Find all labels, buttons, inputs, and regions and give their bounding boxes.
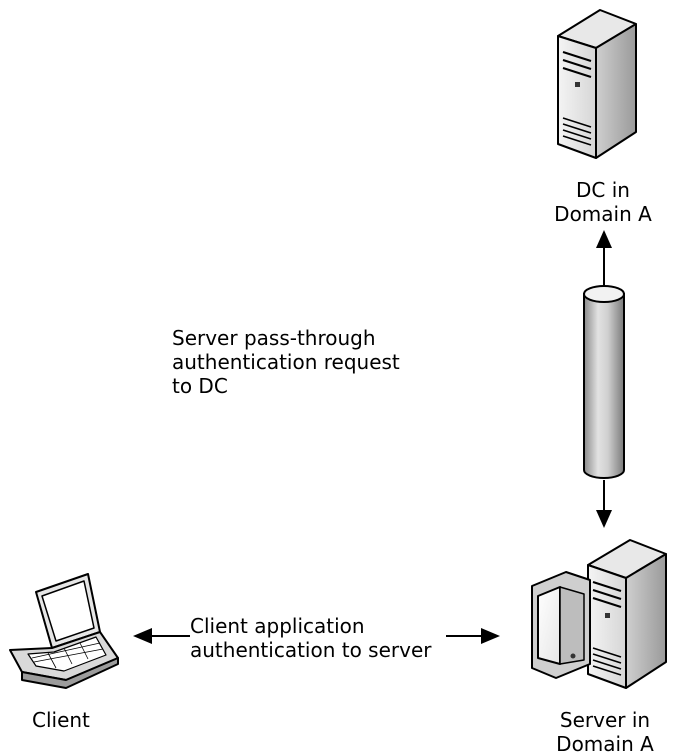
server-dc-edge-label-line2: authentication request	[172, 350, 400, 374]
client-server-connector	[133, 628, 500, 644]
server-with-monitor-icon	[531, 539, 667, 689]
dc-label: DC in Domain A	[540, 178, 666, 226]
server-label-line1: Server in	[559, 708, 651, 732]
client-server-edge-label-line1: Client application	[190, 614, 365, 638]
server-dc-edge-label-line3: to DC	[172, 374, 228, 398]
server-dc-connector	[583, 230, 625, 528]
dc-label-line2: Domain A	[554, 202, 652, 226]
laptop-icon	[9, 573, 119, 689]
server-dc-edge-label-line1: Server pass-through	[172, 326, 376, 350]
dc-server-icon	[557, 9, 637, 159]
server-label-line2: Domain A	[556, 732, 654, 756]
dc-label-line1: DC in	[576, 178, 630, 202]
server-label: Server in Domain A	[540, 708, 670, 756]
secure-channel-pipe-icon	[583, 285, 625, 479]
arrowhead-left-icon	[133, 628, 152, 644]
arrowhead-right-icon	[481, 628, 500, 644]
client-label: Client	[32, 708, 90, 732]
arrowhead-up-icon	[596, 230, 612, 248]
client-server-edge-label-line2: authentication to server	[190, 638, 432, 662]
client-server-edge-label: Client application authentication to ser…	[190, 614, 432, 662]
arrowhead-down-icon	[596, 510, 612, 528]
server-dc-edge-label: Server pass-through authentication reque…	[172, 326, 400, 398]
